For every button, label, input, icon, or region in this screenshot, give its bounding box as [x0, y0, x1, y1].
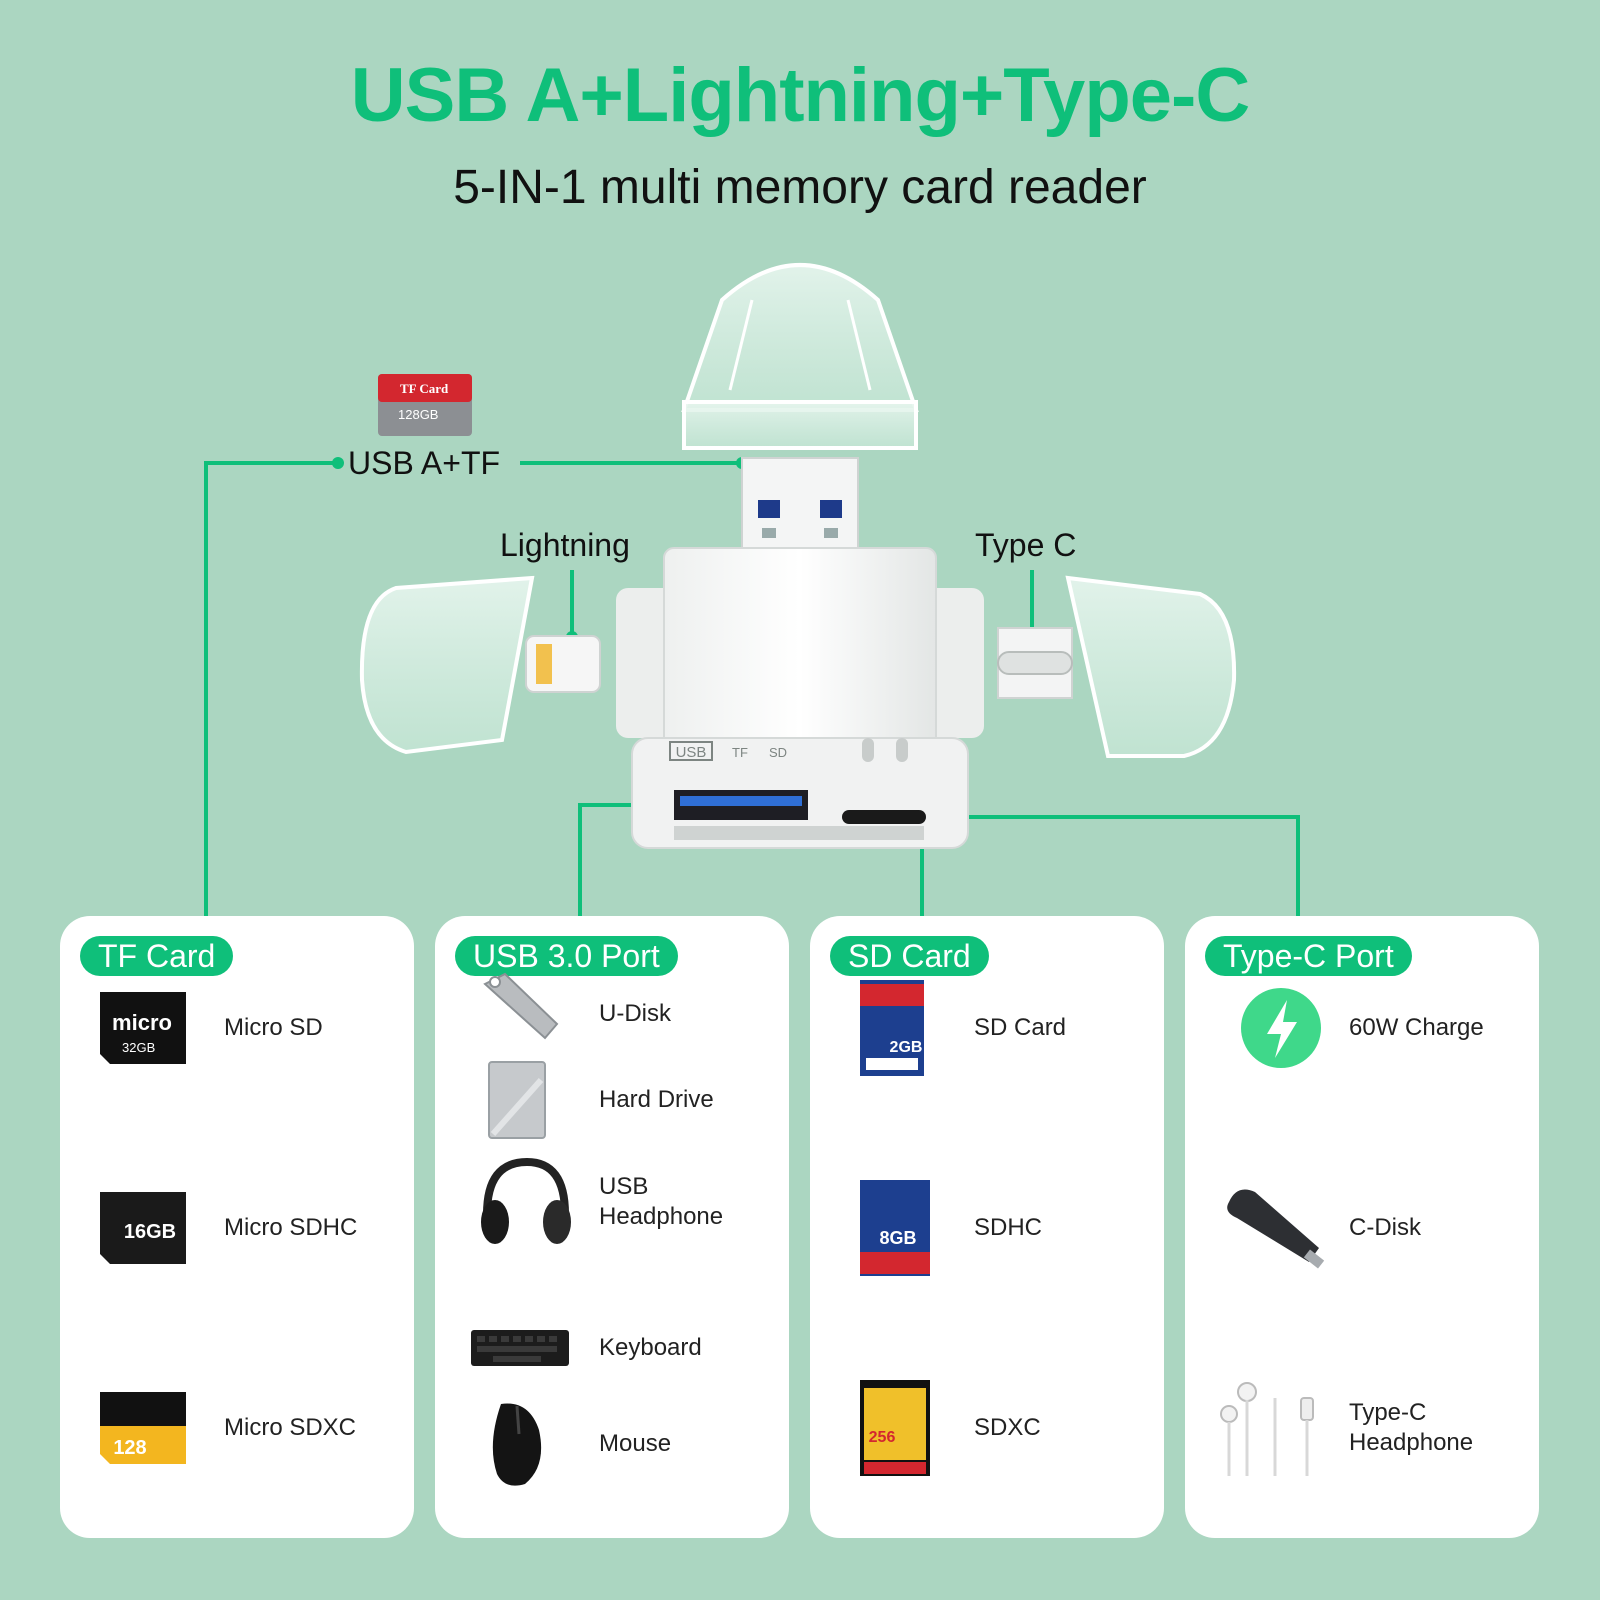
top-cap: [681, 263, 919, 450]
reader-body: USB TF SD: [616, 547, 984, 849]
list-item: 2GB SD Card: [810, 978, 1164, 1078]
connector-lines: [204, 461, 1300, 916]
page-title: USB A+Lightning+Type-C: [350, 53, 1250, 138]
card-tf: TF Card micro 32GB Micro SD 16GB Micro S…: [60, 916, 414, 1538]
card-sd-title: SD Card: [830, 936, 989, 976]
right-cap: [1065, 575, 1237, 758]
list-item: 16GB Micro SDHC: [60, 1178, 414, 1278]
micro-sdxc-card-icon: 128: [90, 1378, 200, 1478]
svg-text:256: 256: [869, 1429, 896, 1446]
item-label: U-Disk: [599, 1000, 671, 1027]
svg-text:16GB: 16GB: [124, 1221, 176, 1243]
item-label: C-Disk: [1349, 1214, 1421, 1241]
item-label: Type-C Headphone: [1349, 1399, 1474, 1456]
svg-text:32GB: 32GB: [122, 1040, 155, 1055]
charge-bolt-icon: [1235, 978, 1345, 1078]
lightning-plug: [525, 635, 601, 693]
list-item: Mouse: [435, 1394, 789, 1494]
card-tf-title: TF Card: [80, 936, 234, 976]
item-label: USB Headphone: [599, 1173, 724, 1230]
left-cap: [359, 575, 535, 755]
list-item: 128 Micro SDXC: [60, 1378, 414, 1478]
card-sd: SD Card 2GB SD Card 8GB SDHC: [810, 916, 1164, 1538]
sdhc-card-icon: 8GB: [840, 1178, 950, 1278]
port-label-sd: SD: [769, 745, 787, 760]
item-label: Mouse: [599, 1430, 672, 1457]
item-label: SD Card: [974, 1014, 1067, 1041]
usb-a-plug: [741, 457, 859, 551]
hard-drive-icon: [465, 1050, 575, 1150]
list-item: USB Headphone: [435, 1152, 789, 1252]
svg-text:128: 128: [113, 1437, 146, 1459]
item-label: 60W Charge: [1349, 1014, 1484, 1041]
sd-card-icon: 2GB: [840, 978, 950, 1078]
card-usb3: USB 3.0 Port U-Disk Hard Drive USB: [435, 916, 789, 1538]
item-label: SDXC: [974, 1414, 1041, 1441]
list-item: U-Disk: [435, 964, 789, 1064]
sdxc-card-icon: 256: [840, 1378, 950, 1478]
item-label: Micro SD: [224, 1014, 323, 1041]
item-label: Micro SDHC: [224, 1214, 358, 1241]
list-item: 256 SDXC: [810, 1378, 1164, 1478]
tf-card-image-size: 128GB: [398, 407, 439, 422]
svg-text:micro: micro: [112, 1010, 172, 1035]
mouse-icon: [465, 1394, 575, 1494]
svg-text:8GB: 8GB: [879, 1228, 916, 1248]
tf-card-image: [378, 374, 472, 436]
card-type-c: Type-C Port 60W Charge C-Disk: [1185, 916, 1539, 1538]
svg-text:2GB: 2GB: [890, 1039, 923, 1056]
item-label: Hard Drive: [599, 1086, 714, 1113]
type-c-plug: [997, 627, 1073, 699]
item-label: SDHC: [974, 1214, 1043, 1241]
port-label-tf: TF: [732, 745, 748, 760]
u-disk-icon: [465, 964, 575, 1064]
callout-type-c: Type C: [975, 527, 1077, 563]
card-reader-diagram: USB TF SD: [204, 263, 1300, 916]
micro-sd-card-icon: micro 32GB: [90, 978, 200, 1078]
callout-lightning: Lightning: [500, 527, 630, 563]
earphones-icon: [1215, 1378, 1325, 1478]
list-item: 8GB SDHC: [810, 1178, 1164, 1278]
list-item: Hard Drive: [435, 1050, 789, 1150]
card-type-c-title: Type-C Port: [1205, 936, 1412, 976]
headphone-icon: [465, 1152, 575, 1252]
keyboard-icon: [465, 1298, 575, 1398]
port-label-usb: USB: [676, 744, 707, 761]
list-item: 60W Charge: [1185, 978, 1539, 1078]
callout-usb-a-tf: USB A+TF: [348, 445, 501, 481]
list-item: Keyboard: [435, 1298, 789, 1398]
c-disk-icon: [1215, 1178, 1325, 1278]
tf-card-image-label: TF Card: [400, 381, 449, 396]
list-item: micro 32GB Micro SD: [60, 978, 414, 1078]
item-label: Keyboard: [599, 1334, 702, 1361]
micro-sdhc-card-icon: 16GB: [90, 1178, 200, 1278]
card-usb3-title: USB 3.0 Port: [455, 936, 678, 976]
list-item: C-Disk: [1185, 1178, 1539, 1278]
page-subtitle: 5-IN-1 multi memory card reader: [453, 161, 1147, 214]
item-label: Micro SDXC: [224, 1414, 357, 1441]
list-item: Type-C Headphone: [1185, 1378, 1539, 1478]
